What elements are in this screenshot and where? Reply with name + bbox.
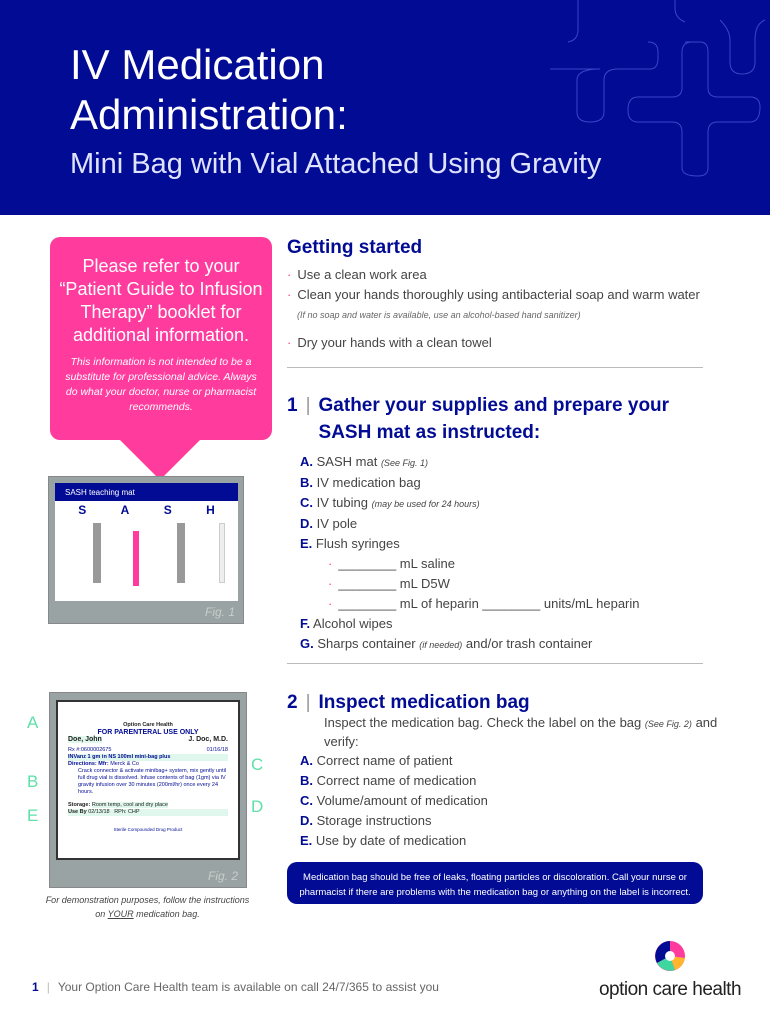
list-item: D. Storage instructions [300, 813, 432, 828]
patient-guide-callout: Please refer to your “Patient Guide to I… [50, 237, 272, 440]
list-item: E. Use by date of medication [300, 833, 467, 848]
list-item: D. IV pole [300, 516, 358, 531]
callout-label-e: E [27, 806, 39, 825]
list-item: Dry your hands with a clean towel [287, 333, 727, 353]
logo-swirl-icon [655, 941, 685, 971]
getting-started-section: Getting started Use a clean work area Cl… [287, 237, 727, 353]
page-number: 1 [32, 980, 39, 994]
callout-label-d: D [251, 797, 264, 816]
label-header: FOR PARENTERAL USE ONLY [97, 729, 199, 736]
list-item: F. Alcohol wipes [300, 616, 393, 631]
footer: 1|Your Option Care Health team is availa… [32, 980, 439, 994]
list-item: C. Volume/amount of medication [300, 793, 488, 808]
logo-text: option care health [598, 979, 742, 1000]
list-item: Use a clean work area [287, 265, 727, 285]
syringe-item: ________ mL D5W [328, 574, 687, 594]
label-doctor: J. Doc, M.D. [188, 736, 228, 743]
divider [287, 367, 703, 368]
label-storage: Room temp, cool and dry place [91, 802, 168, 808]
warning-callout: Medication bag should be free of leaks, … [287, 862, 703, 904]
sash-mat-title: SASH teaching mat [55, 483, 238, 501]
callout-text: Please refer to your “Patient Guide to I… [59, 256, 263, 345]
label-pharmacy: Option Care Health [123, 722, 173, 728]
sash-letter: H [206, 503, 215, 517]
step2-section: 2|Inspect medication bag Inspect the med… [287, 692, 727, 851]
label-date: 01/16/18 [206, 747, 228, 753]
label-footer: Sterile Compounded Drug Product [113, 827, 183, 832]
step2-intro: Inspect the medication bag. Check the la… [324, 715, 718, 749]
option-care-logo: option care health [590, 938, 750, 1001]
cross-pattern-icon [550, 0, 766, 177]
getting-started-title: Getting started [287, 237, 423, 258]
list-item: Clean your hands thoroughly using antiba… [287, 285, 727, 305]
callout-label-a: A [27, 713, 39, 732]
arrow-down-icon [118, 438, 202, 480]
figure-1: SASH teaching mat S A S H Fig. 1 [48, 476, 244, 624]
label-rx: Rx #:0600002675 [68, 747, 112, 753]
fig1-caption: Fig. 1 [204, 605, 235, 619]
disclaimer-text: This information is not intended to be a… [65, 356, 257, 413]
callout-label-b: B [27, 772, 39, 791]
syringe-item: ________ mL of heparin ________ units/mL… [328, 594, 687, 614]
list-item: B. IV medication bag [300, 475, 421, 490]
demo-note: For demonstration purposes, follow the i… [45, 895, 250, 919]
label-useby: 02/13/18 [88, 809, 110, 815]
label-drug: INVanz 1 gm in NS 100ml mini-bag plus [68, 754, 228, 761]
syringe-icon [133, 531, 139, 586]
step1-section: 1| Gather your supplies and prepare your … [287, 392, 687, 655]
label-directions: Crack connector & activate minibag+ syst… [78, 768, 227, 795]
list-item: C. IV tubing (may be used for 24 hours) [300, 495, 480, 510]
syringe-icon [177, 523, 185, 583]
callout-label-c: C [251, 755, 264, 774]
list-item: G. Sharps container (if needed) and/or t… [300, 636, 593, 651]
page-subtitle: Mini Bag with Vial Attached Using Gravit… [70, 148, 602, 180]
footer-text: Your Option Care Health team is availabl… [57, 980, 439, 994]
sanitizer-note: (If no soap and water is available, use … [297, 310, 581, 320]
medication-label-image: Option Care Health FOR PARENTERAL USE ON… [56, 700, 240, 860]
label-directions-label: Directions: [68, 761, 97, 767]
list-item: A. Correct name of patient [300, 753, 453, 768]
figure-2: Option Care Health FOR PARENTERAL USE ON… [49, 692, 247, 888]
step2-title: Inspect medication bag [318, 692, 530, 713]
syringe-item: ________ mL saline [328, 554, 687, 574]
sash-mat-image: SASH teaching mat S A S H [55, 483, 238, 601]
label-rph: RPh: CHP [114, 809, 140, 815]
label-mfr: Merck & Co [110, 761, 139, 767]
divider [287, 663, 703, 664]
sash-letter: S [163, 503, 172, 517]
sash-letter: S [78, 503, 87, 517]
step1-title: Gather your supplies and prepare your SA… [318, 395, 670, 443]
label-mfr-label: Mfr: [98, 761, 109, 767]
list-item: A. SASH mat (See Fig. 1) [300, 454, 428, 469]
fig2-caption: Fig. 2 [207, 869, 238, 883]
syringe-icon [219, 523, 225, 583]
list-item: B. Correct name of medication [300, 773, 477, 788]
sash-letter: A [120, 503, 130, 517]
syringe-icon [93, 523, 101, 583]
label-storage-label: Storage: [68, 802, 91, 808]
label-useby-label: Use By [68, 809, 87, 815]
label-patient: Doe, John [68, 736, 102, 743]
list-item: E. Flush syringes [300, 536, 400, 551]
step-number: 1| [287, 395, 311, 416]
